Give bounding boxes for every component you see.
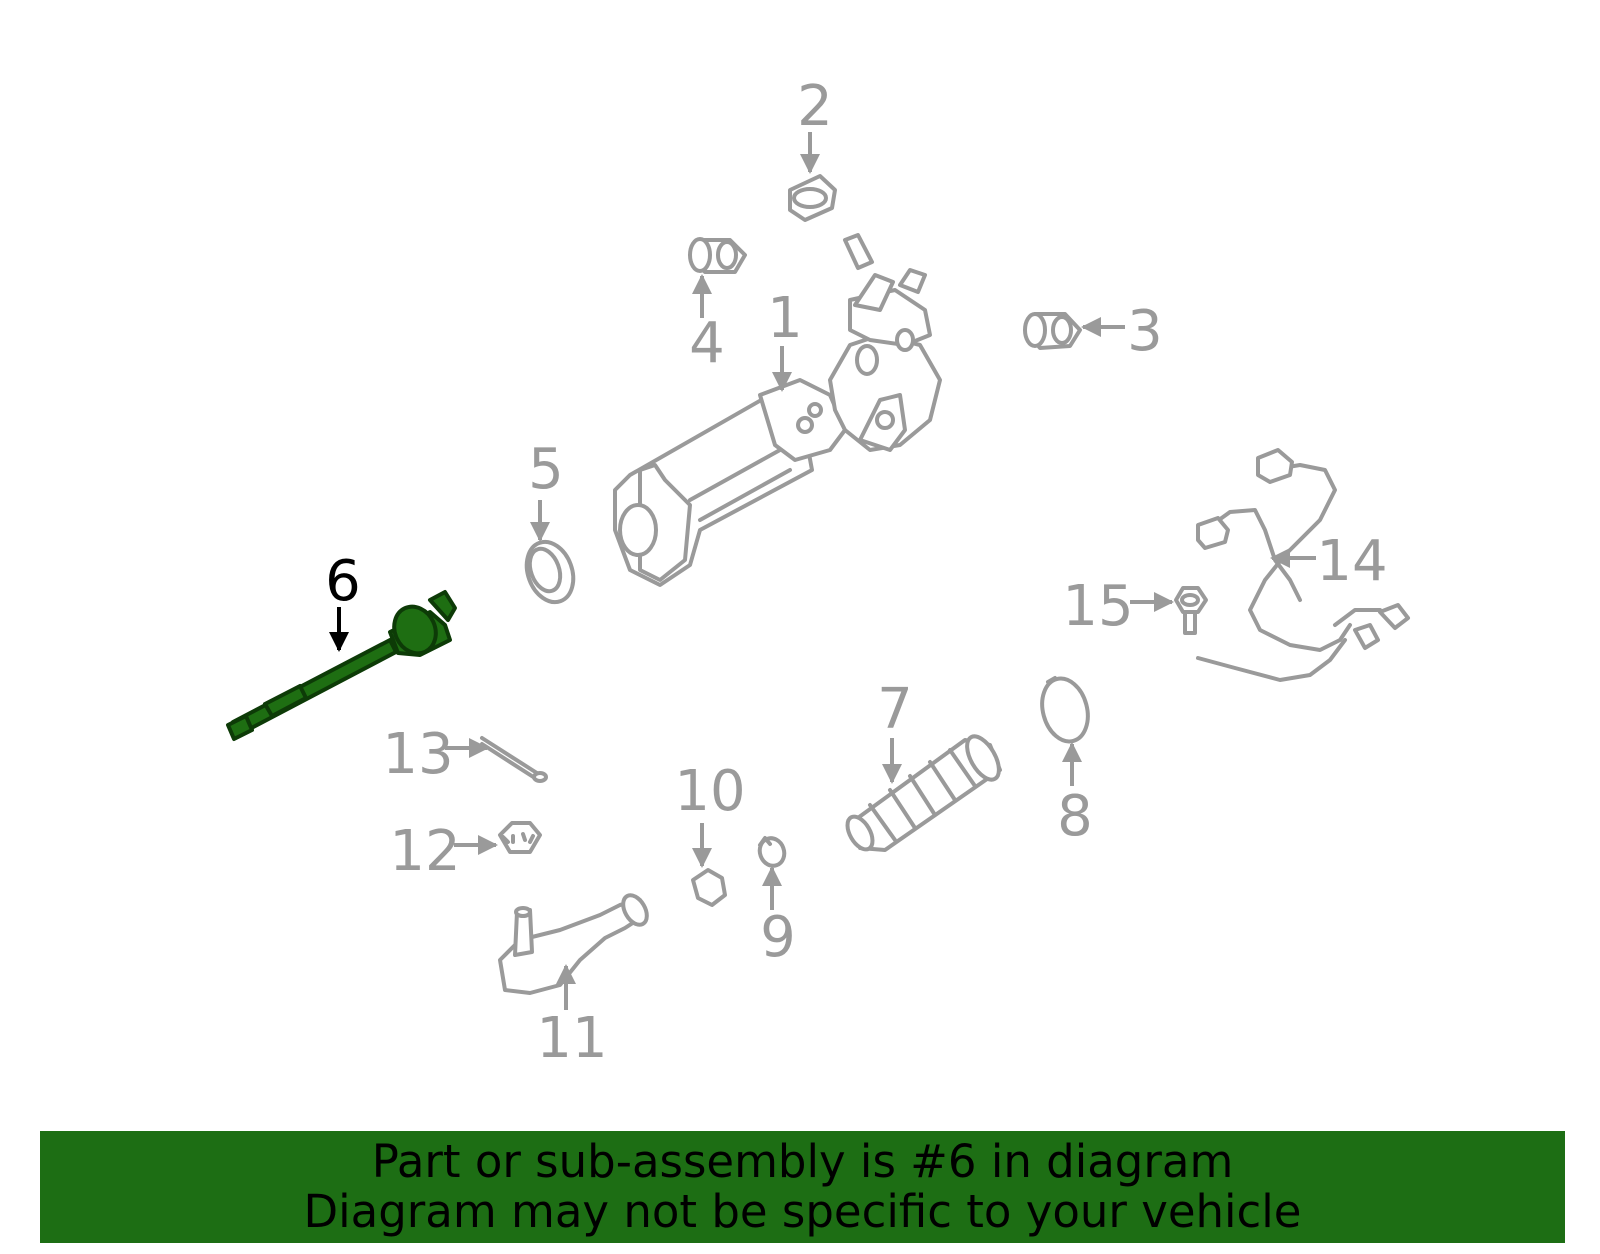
part-10-nut[interactable]	[691, 868, 727, 907]
part-11-outer-tie-rod-end[interactable]	[498, 891, 652, 995]
part-5-ring[interactable]	[519, 535, 582, 608]
callout-2[interactable]: 2	[797, 74, 833, 139]
part-4-bushing[interactable]	[688, 237, 747, 274]
part-8-clamp[interactable]	[1035, 673, 1094, 746]
callout-7[interactable]: 7	[877, 677, 913, 742]
callout-5[interactable]: 5	[528, 437, 564, 502]
banner-line-1: Part or sub-assembly is #6 in diagram	[371, 1135, 1234, 1188]
callout-labels: 1 2 3 4 5 6 7 8 9 10 11 12 13 14 15	[325, 74, 1387, 1071]
part-6-inner-tie-rod[interactable]	[226, 590, 457, 741]
callout-10[interactable]: 10	[674, 759, 745, 824]
part-12-castle-nut[interactable]	[498, 821, 542, 854]
callout-11[interactable]: 11	[536, 1006, 607, 1071]
callout-3[interactable]: 3	[1127, 299, 1163, 364]
callout-12[interactable]: 12	[389, 819, 460, 884]
part-13-cotter-pin[interactable]	[480, 736, 548, 783]
callout-arrows	[329, 132, 1316, 1010]
callout-6[interactable]: 6	[325, 549, 361, 614]
part-2-nut[interactable]	[788, 174, 837, 222]
info-banner: Part or sub-assembly is #6 in diagram Di…	[40, 1131, 1565, 1243]
part-9-clamp[interactable]	[756, 835, 788, 870]
callout-9[interactable]: 9	[760, 905, 796, 970]
banner-line-2: Diagram may not be specific to your vehi…	[303, 1185, 1302, 1238]
part-15-bolt[interactable]	[1174, 586, 1208, 635]
callout-14[interactable]: 14	[1316, 529, 1387, 594]
part-3-bushing[interactable]	[1023, 312, 1082, 350]
callout-4[interactable]: 4	[689, 311, 725, 376]
callout-8[interactable]: 8	[1057, 784, 1093, 849]
callout-1[interactable]: 1	[767, 286, 803, 351]
part-1-steering-gear[interactable]	[613, 233, 942, 587]
callout-13[interactable]: 13	[382, 722, 453, 787]
part-14-wire-harness[interactable]	[1196, 448, 1410, 682]
part-7-boot[interactable]	[842, 731, 1005, 853]
callout-15[interactable]: 15	[1062, 574, 1133, 639]
